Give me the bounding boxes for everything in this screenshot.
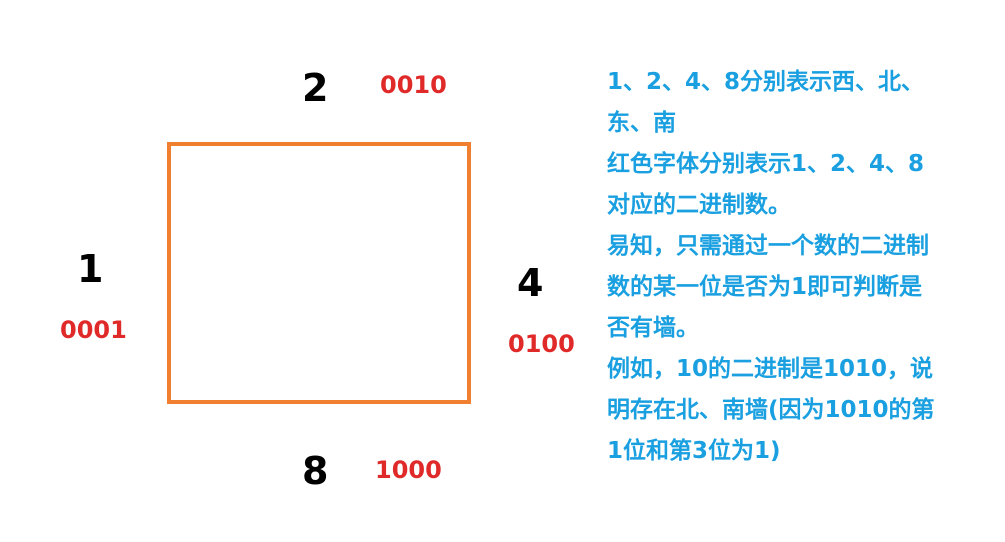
explanation-line: 明存在北、南墙(因为1010的第 [607, 397, 935, 423]
explanation-line: 1、2、4、8分别表示西、北、 [607, 69, 925, 95]
east-number: 4 [517, 261, 544, 305]
south-binary: 1000 [375, 456, 442, 484]
north-number: 2 [302, 66, 329, 110]
explanation-line: 对应的二进制数。 [607, 192, 791, 218]
explanation-line: 东、南 [607, 110, 676, 136]
explanation-line: 数的某一位是否为1即可判断是 [607, 274, 923, 300]
explanation-line: 例如，10的二进制是1010，说 [607, 356, 934, 382]
explanation-line: 红色字体分别表示1、2、4、8 [607, 151, 925, 177]
south-number: 8 [302, 449, 329, 493]
west-binary: 0001 [60, 316, 127, 344]
west-number: 1 [77, 247, 104, 291]
explanation-line: 否有墙。 [607, 315, 699, 341]
explanation-text: 1、2、4、8分别表示西、北、 东、南 红色字体分别表示1、2、4、8 对应的二… [607, 62, 997, 472]
explanation-line: 1位和第3位为1) [607, 438, 781, 464]
explanation-line: 易知，只需通过一个数的二进制 [607, 233, 929, 259]
east-binary: 0100 [508, 330, 575, 358]
north-binary: 0010 [380, 71, 447, 99]
cell-square [167, 142, 471, 404]
